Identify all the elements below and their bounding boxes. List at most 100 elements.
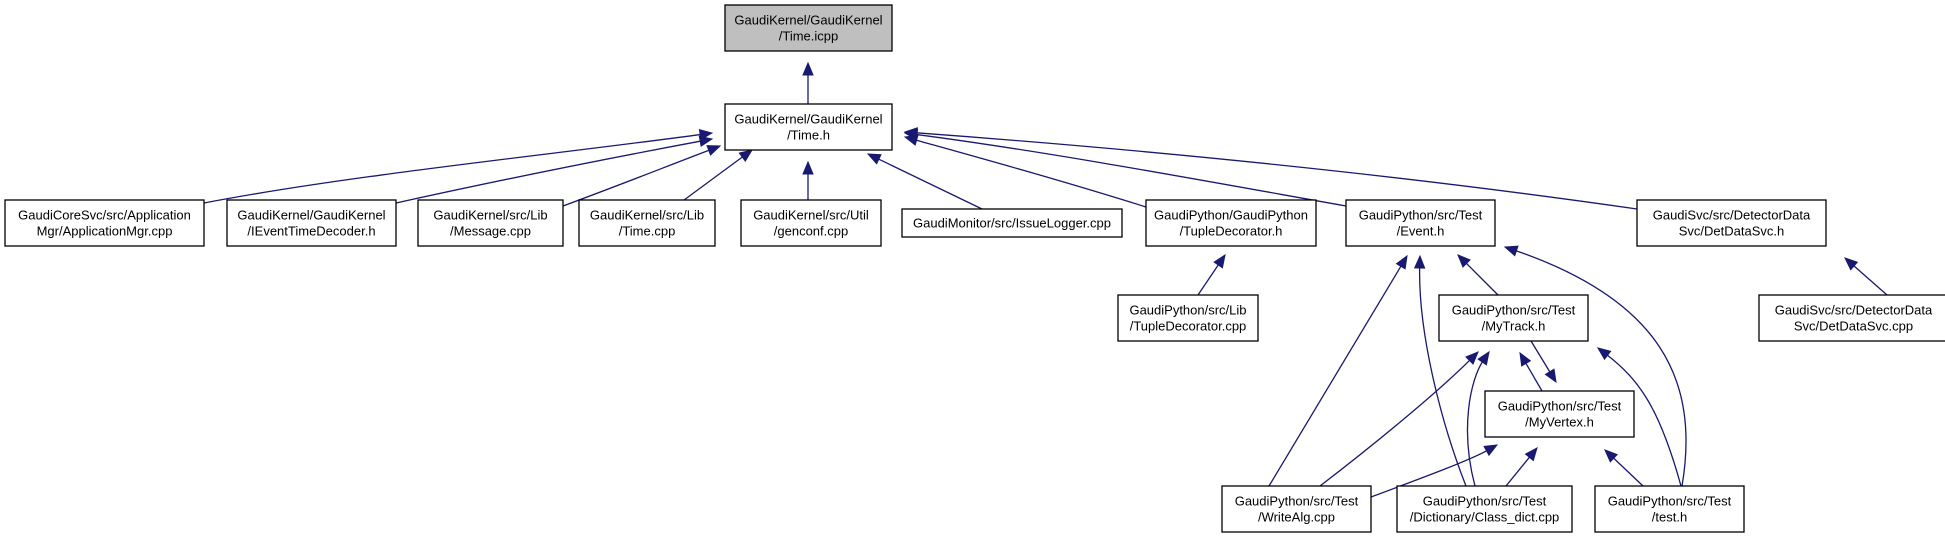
edge-line: [1319, 358, 1472, 487]
edge-line: [1852, 264, 1888, 296]
node-time-h[interactable]: GaudiKernel/GaudiKernel/Time.h: [724, 103, 893, 151]
node-label-line: /IEventTimeDecoder.h: [247, 224, 375, 239]
node-label-line: GaudiKernel/src/Lib: [433, 208, 547, 223]
edge-time_cpp-to-time_h: [679, 149, 754, 204]
edge-appmgr-to-time_h: [203, 128, 714, 204]
arrowhead-icon: [1544, 368, 1557, 384]
node-label-line: /Event.h: [1397, 224, 1445, 239]
arrowhead-icon: [866, 153, 882, 165]
arrowhead-icon: [802, 160, 814, 175]
arrowhead-icon: [802, 61, 814, 76]
node-label-line: /Time.icpp: [779, 29, 838, 44]
edge-test_h-to-myvertex: [1604, 449, 1644, 487]
node-label-line: /Message.cpp: [450, 224, 531, 239]
node-label-line: GaudiPython/src/Test: [1235, 494, 1359, 509]
edge-issuelogger-to-time_h: [866, 153, 983, 210]
node-box: [417, 199, 564, 247]
node-label-line: GaudiPython/src/Test: [1359, 208, 1483, 223]
node-box: [1145, 199, 1317, 247]
node-classdict[interactable]: GaudiPython/src/Test/Dictionary/Class_di…: [1396, 485, 1573, 533]
node-label-line: GaudiSvc/src/DetectorData: [1775, 303, 1933, 318]
node-label-line: GaudiPython/src/Test: [1498, 399, 1622, 414]
arrowhead-icon: [1395, 254, 1408, 270]
edge-line: [203, 133, 703, 204]
edge-classdict-to-mytrack: [1466, 350, 1490, 487]
node-box: [226, 199, 397, 247]
node-label-line: GaudiMonitor/src/IssueLogger.cpp: [913, 216, 1111, 231]
edge-line: [1514, 249, 1687, 487]
arrowhead-icon: [698, 135, 714, 147]
edge-line: [876, 157, 983, 210]
node-box: [4, 199, 205, 247]
edge-myvertex-to-mytrack: [1519, 351, 1543, 392]
edge-line: [914, 139, 1147, 208]
node-label-line: /WriteAlg.cpp: [1258, 510, 1335, 525]
edge-writealg-to-event_h: [1268, 254, 1408, 487]
node-writealg[interactable]: GaudiPython/src/Test/WriteAlg.cpp: [1221, 485, 1372, 533]
edge-event_h-to-time_h: [903, 128, 1347, 207]
node-tupledec-cpp[interactable]: GaudiPython/src/Lib/TupleDecorator.cpp: [1117, 294, 1259, 342]
node-label-line: GaudiSvc/src/DetectorData: [1653, 208, 1811, 223]
node-myvertex[interactable]: GaudiPython/src/Test/MyVertex.h: [1484, 390, 1635, 438]
edge-genconf-to-time_h: [802, 160, 814, 200]
node-box: [724, 103, 893, 151]
node-detdatasvc-cpp[interactable]: GaudiSvc/src/DetectorDataSvc/DetDataSvc.…: [1758, 294, 1945, 342]
arrowhead-icon: [1503, 245, 1519, 257]
node-message[interactable]: GaudiKernel/src/Lib/Message.cpp: [417, 199, 564, 247]
node-test-h[interactable]: GaudiPython/src/Test/test.h: [1594, 485, 1745, 533]
edge-line: [914, 133, 1347, 207]
edge-line: [1419, 265, 1467, 487]
node-label-line: Svc/DetDataSvc.cpp: [1794, 319, 1913, 334]
node-box: [1221, 485, 1372, 533]
arrowhead-icon: [1596, 347, 1612, 361]
arrowhead-icon: [1465, 351, 1479, 365]
edge-line: [914, 132, 1638, 210]
arrowhead-icon: [1519, 351, 1532, 367]
node-appmgr[interactable]: GaudiCoreSvc/src/ApplicationMgr/Applicat…: [4, 199, 205, 247]
edge-line: [679, 155, 745, 204]
node-label-line: GaudiCoreSvc/src/Application: [18, 208, 191, 223]
node-label-line: /Time.h: [787, 128, 830, 143]
edge-line: [1466, 359, 1484, 487]
node-time-cpp[interactable]: GaudiKernel/src/Lib/Time.cpp: [578, 199, 716, 247]
node-ievent[interactable]: GaudiKernel/GaudiKernel/IEventTimeDecode…: [226, 199, 397, 247]
edge-classdict-to-myvertex: [1505, 446, 1538, 487]
edge-test_h-to-mytrack: [1596, 347, 1682, 487]
edge-detdatasvc_h-to-time_h: [903, 127, 1638, 210]
edge-classdict-to-event_h: [1413, 254, 1467, 487]
node-genconf[interactable]: GaudiKernel/src/Util/genconf.cpp: [740, 199, 882, 247]
edge-writealg-to-myvertex: [1370, 444, 1499, 498]
node-issuelogger[interactable]: GaudiMonitor/src/IssueLogger.cpp: [901, 208, 1123, 238]
arrowhead-icon: [903, 127, 918, 139]
node-box: [1484, 390, 1635, 438]
edge-detdatasvc_cpp-to-detdatasvc_h: [1844, 257, 1888, 296]
edge-tupledec_cpp-to-tupledec_h: [1197, 253, 1226, 296]
arrowhead-icon: [1604, 449, 1619, 463]
node-detdatasvc-h[interactable]: GaudiSvc/src/DetectorDataSvc/DetDataSvc.…: [1636, 199, 1827, 247]
edge-line: [1197, 262, 1220, 296]
edge-mytrack-to-event_h: [1457, 254, 1499, 296]
node-label-line: GaudiPython/src/Test: [1608, 494, 1732, 509]
node-mytrack[interactable]: GaudiPython/src/Test/MyTrack.h: [1438, 294, 1589, 342]
edge-line: [1530, 340, 1552, 374]
edge-line: [395, 140, 703, 204]
edge-line: [1505, 455, 1532, 487]
node-event-h[interactable]: GaudiPython/src/Test/Event.h: [1345, 199, 1496, 247]
node-label-line: /test.h: [1652, 510, 1687, 525]
edge-line: [562, 148, 711, 207]
edge-line: [1605, 353, 1682, 487]
node-time-icpp: GaudiKernel/GaudiKernel/Time.icpp: [724, 4, 893, 52]
edge-line: [1370, 449, 1489, 498]
arrowhead-icon: [1457, 254, 1471, 268]
node-label-line: GaudiPython/src/Test: [1452, 303, 1576, 318]
node-label-line: GaudiPython/src/Lib: [1129, 303, 1246, 318]
node-label-line: /MyVertex.h: [1525, 415, 1594, 430]
arrowhead-icon: [1844, 257, 1859, 271]
node-box: [901, 208, 1123, 238]
edge-mytrack-to-myvertex: [1530, 340, 1557, 384]
node-label-line: Svc/DetDataSvc.h: [1679, 224, 1785, 239]
node-box: [1594, 485, 1745, 533]
node-tupledec-h[interactable]: GaudiPython/GaudiPython/TupleDecorator.h: [1145, 199, 1317, 247]
node-label-line: GaudiKernel/GaudiKernel: [237, 208, 385, 223]
